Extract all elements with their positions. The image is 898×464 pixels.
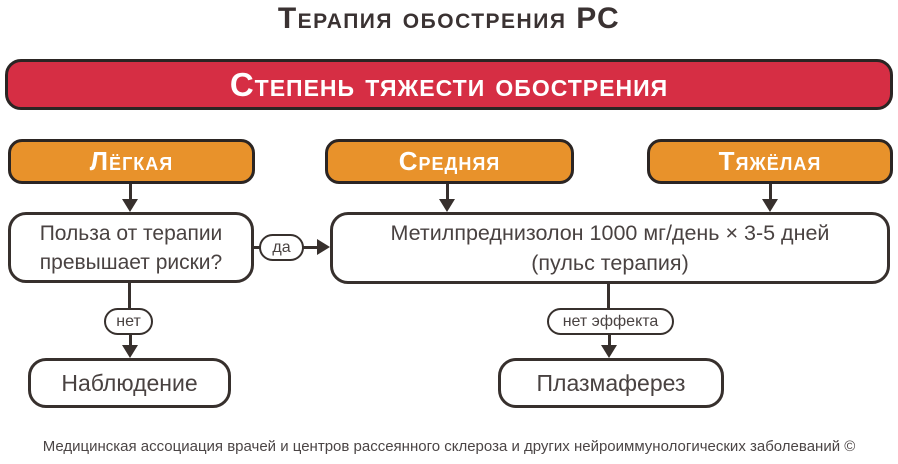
- severity-box-moderate: Средняя: [325, 139, 574, 184]
- severity-box-severe: Тяжёлая: [647, 139, 893, 184]
- pulse-therapy-line1: Метилпреднизолон 1000 мг/день × 3-5 дней: [390, 221, 830, 245]
- plasmapheresis-box: Плазмаферез: [498, 358, 724, 408]
- connector-label-yes: да: [259, 234, 304, 261]
- severity-box-mild: Лёгкая: [8, 139, 255, 184]
- connector-label-no-effect: нет эффекта: [547, 308, 674, 335]
- arrow-right-yes-icon: [317, 239, 330, 255]
- arrow-down-plasmapheresis-icon: [601, 335, 617, 358]
- benefit-question-line2: превышает риски?: [39, 250, 223, 274]
- severity-banner: Степень тяжести обострения: [5, 59, 893, 110]
- copyright-footer: Медицинская ассоциация врачей и центров …: [42, 438, 856, 455]
- arrow-down-moderate-icon: [439, 184, 455, 212]
- benefit-question-box: Польза от терапии превышает риски?: [8, 212, 254, 283]
- connector-label-no: нет: [104, 308, 153, 335]
- arrow-down-observation-icon: [122, 335, 138, 358]
- pulse-therapy-line2: (пульс терапия): [531, 251, 689, 275]
- connector-no-effect-line: [607, 283, 610, 308]
- arrow-down-mild-icon: [122, 184, 138, 212]
- arrow-down-severe-icon: [762, 184, 778, 212]
- connector-no-line: [128, 283, 131, 308]
- observation-label: Наблюдение: [61, 369, 198, 396]
- benefit-question-line1: Польза от терапии: [39, 221, 223, 245]
- page-title: Терапия обострения РС: [277, 2, 621, 35]
- pulse-therapy-box: Метилпреднизолон 1000 мг/день × 3-5 дней…: [330, 212, 890, 284]
- connector-yes-out-line: [303, 246, 318, 249]
- connector-yes-in-line: [251, 246, 260, 249]
- observation-box: Наблюдение: [28, 358, 231, 408]
- plasmapheresis-label: Плазмаферез: [536, 369, 686, 396]
